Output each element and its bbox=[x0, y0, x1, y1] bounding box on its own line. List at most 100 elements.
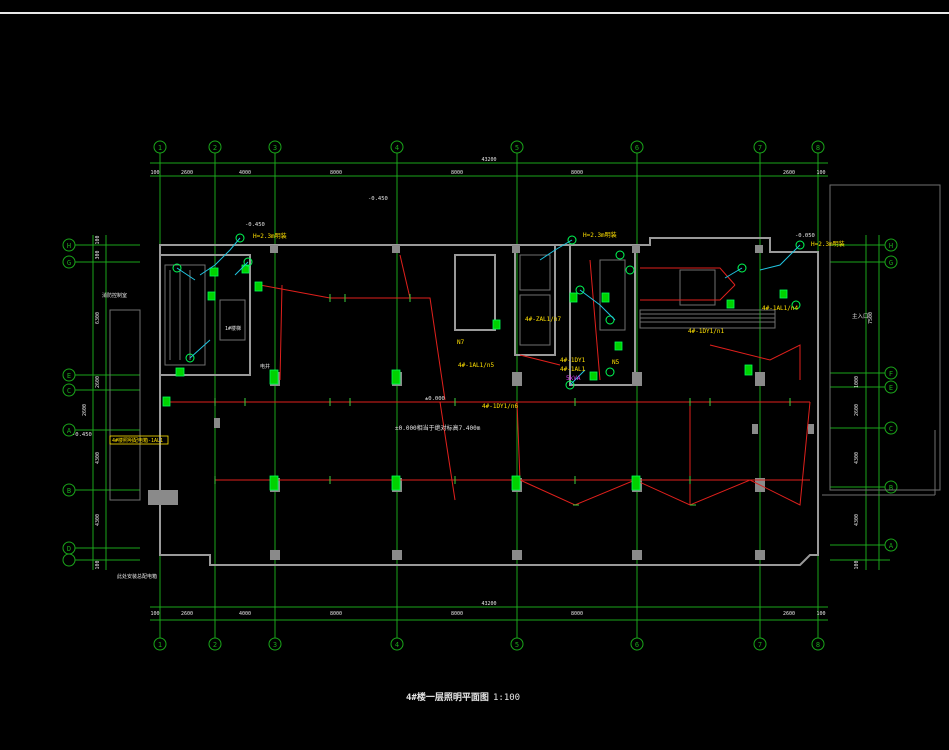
axis-label: 8 bbox=[816, 641, 820, 649]
dimension-labels: 43200 43200 100 2600 4000 8000 8000 8000… bbox=[150, 157, 825, 617]
axis-labels-bottom: 1 2 3 4 5 6 7 8 bbox=[158, 641, 820, 649]
dim-label: 2600 bbox=[181, 611, 193, 617]
dim-label: 1000 bbox=[854, 376, 860, 388]
dim-label: 100 bbox=[150, 611, 159, 617]
axis-labels-top: 1 2 3 4 5 6 7 8 bbox=[158, 144, 820, 152]
light-fixtures bbox=[162, 264, 788, 491]
dim-label: 2600 bbox=[783, 170, 795, 176]
axis-label: 1 bbox=[158, 144, 162, 152]
panel-note-box bbox=[109, 435, 169, 445]
room-label: 1#楼梯 bbox=[225, 325, 241, 332]
dim-label: 4300 bbox=[95, 452, 101, 464]
dim-label: 2600 bbox=[854, 404, 860, 416]
axis-bubbles-bottom bbox=[153, 637, 825, 651]
axis-label: C bbox=[889, 425, 893, 433]
axis-label: C bbox=[67, 387, 71, 395]
axis-label: 6 bbox=[635, 641, 639, 649]
drawing-title-block: 4#楼一层照明平面图 1:100 bbox=[406, 691, 520, 703]
dim-label: 2600 bbox=[783, 611, 795, 617]
drawing-scale: 1:100 bbox=[493, 693, 520, 703]
dim-label: 2600 bbox=[82, 404, 88, 416]
circuit-label: 4#-1DY1/n1 bbox=[688, 328, 725, 335]
panel-note: 4#楼照明配电箱-1AL1 bbox=[112, 437, 163, 444]
axis-label: 5 bbox=[515, 641, 519, 649]
overall-dimension: 43200 bbox=[481, 157, 496, 163]
axis-label: H bbox=[889, 242, 893, 250]
elevation-label: -0.450 bbox=[72, 432, 92, 438]
circuit-label: 4#-1DY1 bbox=[560, 357, 586, 364]
axis-label: 4 bbox=[395, 641, 399, 649]
elevation-label: -0.050 bbox=[795, 233, 815, 239]
axis-label: F bbox=[889, 370, 893, 378]
dim-label: 300 bbox=[95, 250, 101, 259]
axis-label: E bbox=[889, 384, 893, 392]
dim-label: 8000 bbox=[330, 170, 342, 176]
axis-label: 1 bbox=[158, 641, 162, 649]
elevation-label: -0.450 bbox=[245, 222, 265, 228]
interior-lines bbox=[109, 184, 941, 501]
axis-label: 7 bbox=[758, 144, 762, 152]
axis-label: 5 bbox=[515, 144, 519, 152]
dim-label: 4300 bbox=[854, 452, 860, 464]
drawing-title: 4#楼一层照明平面图 bbox=[406, 691, 489, 703]
dim-label: 4300 bbox=[854, 514, 860, 526]
dim-label: 2600 bbox=[95, 376, 101, 388]
axis-labels-right: H G F E C B A bbox=[889, 242, 894, 550]
datum-note: ±0.000相当于绝对标高7.400m bbox=[395, 424, 481, 432]
axis-label: 8 bbox=[816, 144, 820, 152]
room-label: 电井 bbox=[260, 363, 270, 370]
building-walls bbox=[159, 237, 819, 566]
axis-bubbles-top bbox=[153, 140, 825, 154]
lighting-circuits bbox=[165, 254, 811, 506]
panel-label: N5 bbox=[612, 359, 620, 366]
dim-label: 2600 bbox=[181, 170, 193, 176]
panel-label: N7 bbox=[457, 339, 465, 346]
mount-height-label: H=2.3m明装 bbox=[583, 231, 617, 239]
emergency-wiring bbox=[176, 237, 801, 386]
dim-label: 8000 bbox=[330, 611, 342, 617]
axis-label: 2 bbox=[213, 144, 217, 152]
axis-label: A bbox=[67, 427, 72, 435]
axis-label: H bbox=[67, 242, 71, 250]
axis-label: 7 bbox=[758, 641, 762, 649]
axis-label: G bbox=[67, 259, 71, 267]
mount-height-label: H=2.3m明装 bbox=[253, 232, 287, 240]
elevation-label: -0.450 bbox=[368, 196, 388, 202]
axis-label: A bbox=[889, 542, 894, 550]
circuit-label: 4#-1AL1 bbox=[560, 366, 586, 373]
note-label: 此处安装总配电箱 bbox=[117, 573, 157, 580]
dim-label: 7500 bbox=[868, 312, 874, 324]
mount-height-label: H=2.3m明装 bbox=[811, 240, 845, 248]
dim-label: 8000 bbox=[571, 611, 583, 617]
dim-label: 100 bbox=[95, 560, 101, 569]
room-label: 消防控制室 bbox=[102, 292, 127, 299]
room-label: 主入口 bbox=[852, 312, 869, 320]
dim-label: 8000 bbox=[571, 170, 583, 176]
separator-line bbox=[0, 12, 949, 14]
dimension-labels-vertical: 100 300 6300 2600 2600 4300 4300 100 750… bbox=[82, 235, 874, 569]
circuit-label: 4#-ZAL1/n7 bbox=[525, 316, 562, 323]
circuit-label: 4#-1DY1/n6 bbox=[482, 403, 519, 410]
dim-label: 8000 bbox=[451, 170, 463, 176]
dim-label: 100 bbox=[150, 170, 159, 176]
capacity-tag: 5kVA bbox=[566, 375, 581, 382]
dim-label: 4000 bbox=[239, 611, 251, 617]
dim-label: 4000 bbox=[239, 170, 251, 176]
axis-label: D bbox=[67, 545, 71, 553]
dim-label: 100 bbox=[816, 611, 825, 617]
dim-label: 100 bbox=[816, 170, 825, 176]
dim-label: 4300 bbox=[95, 514, 101, 526]
dim-label: 6300 bbox=[95, 312, 101, 324]
axis-label: B bbox=[67, 487, 71, 495]
axis-grid bbox=[70, 150, 890, 640]
circuit-label: 4#-1AL1/n4 bbox=[762, 305, 799, 312]
axis-label: 4 bbox=[395, 144, 399, 152]
axis-labels-left: H G E C A B D bbox=[67, 242, 72, 553]
axis-label: B bbox=[889, 484, 893, 492]
axis-label: G bbox=[889, 259, 893, 267]
fixture-circles bbox=[172, 233, 805, 390]
axis-bubbles-right bbox=[884, 238, 898, 552]
elevation-label: ±0.000 bbox=[425, 396, 445, 402]
axis-label: 6 bbox=[635, 144, 639, 152]
